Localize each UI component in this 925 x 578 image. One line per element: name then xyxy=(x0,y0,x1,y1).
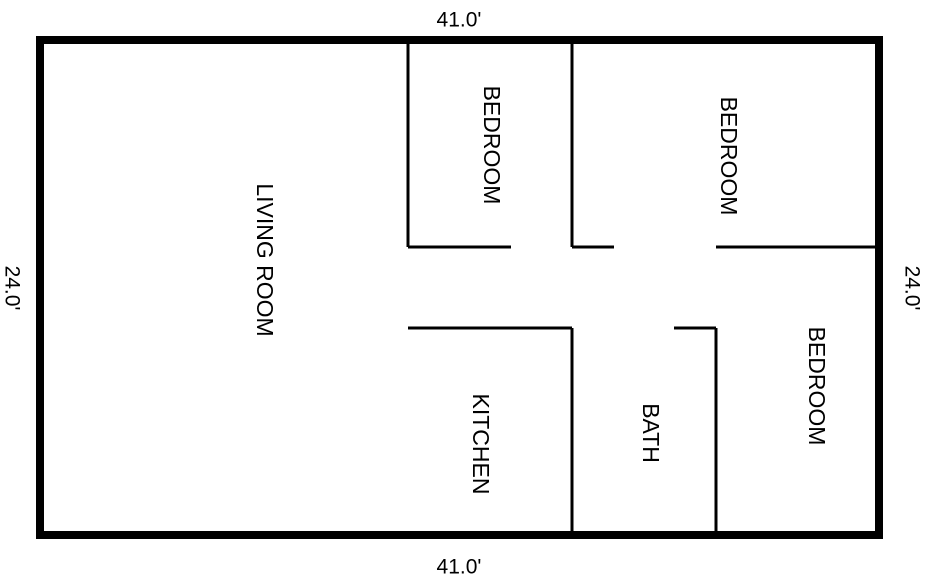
bedroom-2-label: BEDROOM xyxy=(716,97,742,216)
bath-label: BATH xyxy=(638,403,664,463)
interior-walls xyxy=(406,44,876,532)
living-room-label: LIVING ROOM xyxy=(252,183,278,336)
kitchen-label: KITCHEN xyxy=(468,394,494,495)
bedroom-3-label: BEDROOM xyxy=(804,327,830,446)
exterior-wall xyxy=(36,36,883,539)
dimension-right: 24.0' xyxy=(901,266,924,311)
bedroom-1-label: BEDROOM xyxy=(479,86,505,205)
dimension-top: 41.0' xyxy=(437,9,482,32)
dimension-bottom: 41.0' xyxy=(437,556,482,578)
dimension-left: 24.0' xyxy=(1,266,24,311)
